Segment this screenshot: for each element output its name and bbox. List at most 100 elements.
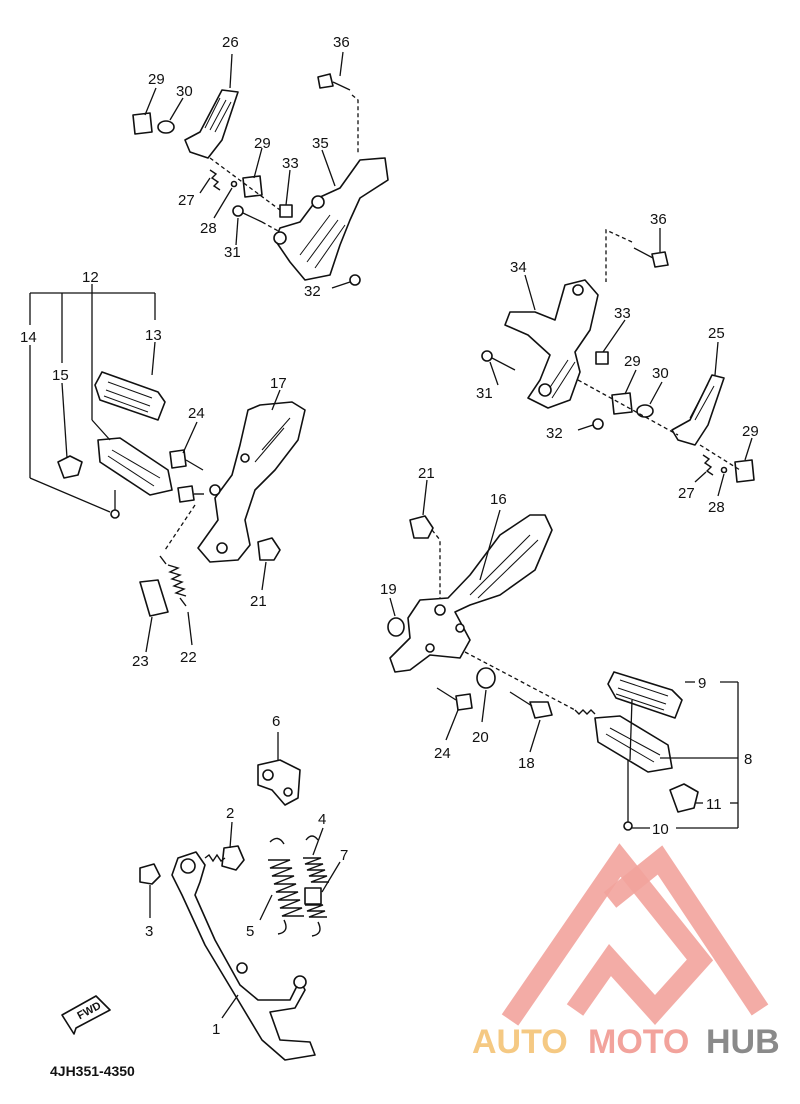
callout-31b: 31 (476, 385, 493, 402)
ball-28a (230, 180, 238, 188)
plug-29b (242, 175, 263, 198)
collar-33b (595, 351, 609, 365)
sidestand-group: FWD (61, 732, 341, 1061)
bolt-2 (221, 845, 245, 871)
callout-30a: 30 (176, 83, 193, 100)
callout-12: 12 (82, 269, 99, 286)
callout-1: 1 (212, 1021, 220, 1038)
spring-27b (702, 454, 714, 476)
bolt-14 (110, 509, 120, 519)
nut-21a (257, 537, 281, 561)
callout-27b: 27 (678, 485, 695, 502)
callout-36b: 36 (650, 211, 667, 228)
callout-7: 7 (340, 847, 348, 864)
callout-4: 4 (318, 811, 326, 828)
callout-28b: 28 (708, 499, 725, 516)
callout-25: 25 (708, 325, 725, 342)
damper-11 (669, 783, 699, 813)
bolt-10 (623, 821, 633, 831)
callout-29a: 29 (148, 71, 165, 88)
footrest-rubber-13 (94, 371, 166, 421)
bolt-31b (491, 357, 516, 371)
footrest-body-8 (594, 715, 673, 773)
footrest-25 (671, 374, 725, 446)
watermark-auto: AUTO (472, 1023, 568, 1061)
callout-17: 17 (270, 375, 287, 392)
drawing-code: 4JH351-4350 (50, 1063, 135, 1079)
callout-27a: 27 (178, 192, 195, 209)
nut-3 (139, 863, 161, 885)
callout-3: 3 (145, 923, 153, 940)
bolt-24b (436, 687, 457, 701)
damper-30a (157, 120, 175, 134)
rear-footrest-bracket-35 (274, 157, 389, 281)
watermark-moto: MOTO (588, 1023, 689, 1061)
footrest-26 (184, 89, 239, 159)
collar-23 (139, 579, 169, 617)
callout-36a: 36 (333, 34, 350, 51)
bolt-36b (633, 247, 654, 259)
collar-33a (279, 204, 293, 218)
sidestand-1 (171, 851, 316, 1061)
callout-23: 23 (132, 653, 149, 670)
callout-16: 16 (490, 491, 507, 508)
callout-22: 22 (180, 649, 197, 666)
spring-7 (305, 904, 327, 918)
watermark-hub: HUB (706, 1023, 780, 1061)
callout-33b: 33 (614, 305, 631, 322)
bolt-24a (185, 459, 204, 471)
callout-24b: 24 (434, 745, 451, 762)
rear-footrest-left-group (132, 51, 389, 289)
spring-5 (268, 859, 304, 917)
callout-2: 2 (226, 805, 234, 822)
front-footrest-left-group (29, 284, 306, 653)
callout-32a: 32 (304, 283, 321, 300)
watermark-logo: AUTO MOTO HUB (472, 843, 780, 1061)
callout-32b: 32 (546, 425, 563, 442)
callout-31a: 31 (224, 244, 241, 261)
callout-13: 13 (145, 327, 162, 344)
plug-29d (734, 459, 755, 483)
nut-32b (592, 418, 604, 430)
footrest-rubber-9 (607, 671, 683, 719)
callout-21a: 21 (250, 593, 267, 610)
footrest-body-12 (97, 437, 173, 496)
callout-33a: 33 (282, 155, 299, 172)
rear-footrest-right-group (481, 228, 755, 497)
callout-11: 11 (706, 796, 722, 813)
callout-24a: 24 (188, 405, 205, 422)
callout-29d: 29 (742, 423, 759, 440)
callout-29c: 29 (624, 353, 641, 370)
plug-29a (132, 112, 153, 135)
rear-footrest-bracket-34 (504, 279, 599, 409)
spring-27a (209, 169, 221, 191)
plate-6 (257, 759, 301, 806)
spring-22 (167, 564, 187, 597)
nut-32a (349, 274, 361, 286)
callout-14: 14 (20, 329, 37, 346)
washer-19 (387, 617, 405, 637)
bolt-36a (332, 81, 351, 91)
callout-6: 6 (272, 713, 280, 730)
callout-19: 19 (380, 581, 397, 598)
callout-20: 20 (472, 729, 489, 746)
nut-21b (409, 515, 434, 539)
ball-28b (720, 466, 728, 474)
damper-30b (636, 404, 654, 418)
callout-18: 18 (518, 755, 535, 772)
callout-8: 8 (744, 751, 752, 768)
callout-10: 10 (652, 821, 669, 838)
callout-15: 15 (52, 367, 69, 384)
callout-34: 34 (510, 259, 527, 276)
callout-26: 26 (222, 34, 239, 51)
washer-20 (476, 667, 496, 689)
footrest-bracket-17 (197, 401, 306, 563)
callout-9: 9 (698, 675, 706, 692)
callout-30b: 30 (652, 365, 669, 382)
fwd-arrow-icon: FWD (61, 995, 111, 1035)
callout-28a: 28 (200, 220, 217, 237)
callout-21b: 21 (418, 465, 435, 482)
front-footrest-right-group (387, 479, 739, 831)
